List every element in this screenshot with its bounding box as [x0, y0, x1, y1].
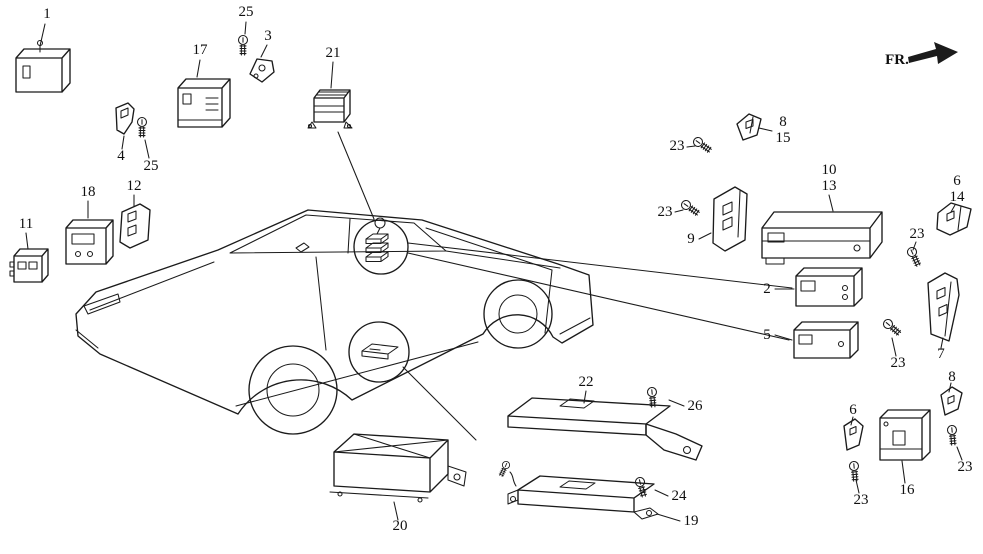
- part-8-bracket-lower: [940, 386, 963, 416]
- callout-3[interactable]: 3: [264, 28, 272, 44]
- callout-13[interactable]: 13: [822, 178, 837, 194]
- fr-arrow-icon: [908, 42, 958, 64]
- callout-25-a[interactable]: 25: [239, 4, 254, 20]
- callout-23-f[interactable]: 23: [854, 492, 869, 508]
- part-8-15-bracket: [736, 113, 762, 141]
- callout-17[interactable]: 17: [193, 42, 209, 58]
- callout-23-a[interactable]: 23: [670, 138, 685, 154]
- callout-8-b[interactable]: 8: [948, 369, 956, 385]
- callout-23-b[interactable]: 23: [658, 204, 673, 220]
- detail-circle-cabin: [353, 217, 409, 275]
- callout-12[interactable]: 12: [127, 178, 142, 194]
- callout-23-c[interactable]: 23: [910, 226, 925, 242]
- callout-22[interactable]: 22: [579, 374, 594, 390]
- part-23-bolt-d: [882, 317, 902, 337]
- callout-6-a[interactable]: 6: [953, 173, 961, 189]
- part-23-bolt-a: [692, 134, 713, 155]
- callout-2[interactable]: 2: [763, 281, 771, 297]
- callout-19[interactable]: 19: [684, 513, 699, 529]
- fr-direction-indicator: FR.: [885, 42, 958, 68]
- callout-10[interactable]: 10: [822, 162, 837, 178]
- part-4-bracket: [115, 102, 135, 135]
- part-23-bolt-f: [842, 459, 867, 484]
- callout-20[interactable]: 20: [393, 518, 408, 534]
- part-17-control-unit: [177, 78, 231, 128]
- part-19-screw: [495, 459, 514, 478]
- part-19-control-unit: [507, 471, 659, 520]
- part-23-bolt-c: [903, 245, 926, 268]
- part-21-control-unit: [307, 89, 353, 129]
- callout-labels: 1 25 3 17 21 4 25 18 12 11 23 8 15 23 9 …: [19, 4, 973, 534]
- part-20-control-unit: [329, 433, 467, 503]
- leader-lines: [25, 21, 963, 522]
- part-1-control-unit: [15, 39, 71, 93]
- part-23-bolt-b: [680, 197, 701, 218]
- callout-16[interactable]: 16: [900, 482, 916, 498]
- part-18-control-unit: [65, 219, 114, 265]
- callout-11[interactable]: 11: [19, 216, 33, 232]
- callout-23-e[interactable]: 23: [958, 459, 973, 475]
- part-2-control-unit: [795, 267, 863, 307]
- part-5-control-unit: [793, 321, 859, 359]
- part-6-14-bracket: [936, 202, 972, 236]
- callout-18[interactable]: 18: [81, 184, 96, 200]
- callout-24[interactable]: 24: [672, 488, 688, 504]
- callout-4[interactable]: 4: [117, 148, 125, 164]
- callout-21[interactable]: 21: [326, 45, 341, 61]
- part-22-cover: [507, 397, 703, 461]
- part-25-bolt-a: [230, 33, 256, 58]
- car-illustration: [75, 209, 594, 435]
- part-12-bracket: [119, 203, 151, 249]
- callout-7[interactable]: 7: [937, 346, 945, 362]
- callout-6-b[interactable]: 6: [849, 402, 857, 418]
- callout-1[interactable]: 1: [43, 6, 51, 22]
- part-10-13-control-unit: [761, 211, 883, 265]
- callout-8-a[interactable]: 8: [779, 114, 787, 130]
- callout-9[interactable]: 9: [687, 231, 695, 247]
- callout-5[interactable]: 5: [763, 327, 771, 343]
- detail-circle-sill: [348, 321, 410, 383]
- part-25-bolt-b: [129, 115, 155, 140]
- fr-direction-label: FR.: [885, 52, 909, 68]
- part-7-bracket: [927, 272, 960, 342]
- part-16-control-unit: [879, 409, 931, 461]
- callout-14[interactable]: 14: [950, 189, 966, 205]
- part-11-control-unit: [9, 248, 49, 283]
- callout-26[interactable]: 26: [688, 398, 704, 414]
- part-23-bolt-e: [940, 423, 965, 448]
- callout-23-d[interactable]: 23: [891, 355, 906, 371]
- part-3-bracket: [249, 58, 275, 83]
- callout-25-b[interactable]: 25: [144, 158, 159, 174]
- part-6-bracket-lower: [843, 418, 864, 451]
- part-9-bracket: [712, 186, 748, 252]
- callout-15[interactable]: 15: [776, 130, 791, 146]
